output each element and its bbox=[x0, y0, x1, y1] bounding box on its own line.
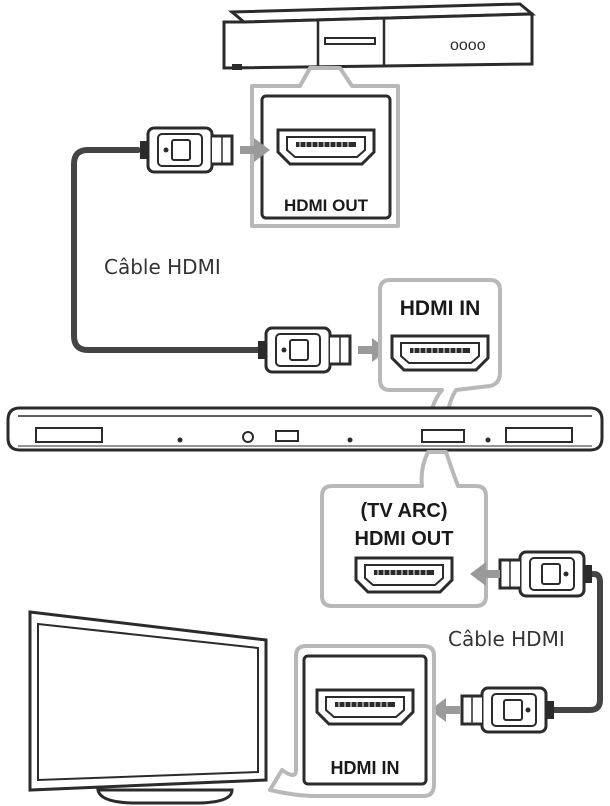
soundbar-in-socket-icon bbox=[390, 334, 490, 372]
soundbar-hdmi-out-callout: (TV ARC) HDMI OUT bbox=[320, 450, 488, 608]
player-hdmi-socket-icon bbox=[276, 128, 376, 166]
tv-hdmi-socket-icon bbox=[315, 688, 415, 726]
hdmi-plug-top-icon bbox=[138, 126, 234, 174]
hdmi-cable-bottom bbox=[543, 571, 603, 713]
blu-ray-player: oooo bbox=[222, 2, 537, 70]
player-port-label: HDMI OUT bbox=[284, 196, 369, 215]
hdmi-plug-lower-right-icon bbox=[460, 686, 556, 734]
soundbar-in-label: HDMI IN bbox=[400, 297, 481, 320]
hdmi-plug-upper-right-icon bbox=[498, 550, 594, 598]
television bbox=[28, 610, 268, 805]
hdmi-cable-top bbox=[71, 147, 261, 353]
soundbar bbox=[6, 406, 604, 452]
soundbar-out-socket-icon bbox=[354, 556, 454, 594]
tv-hdmi-in-callout: HDMI IN bbox=[268, 644, 436, 798]
soundbar-out-label-line1: (TV ARC) bbox=[360, 500, 447, 522]
cable-top-label: Câble HDMI bbox=[104, 255, 221, 279]
player-hdmi-out-callout: HDMI OUT bbox=[250, 66, 400, 228]
player-display-text: oooo bbox=[450, 37, 486, 54]
soundbar-out-label-line2: HDMI OUT bbox=[355, 528, 454, 550]
soundbar-hdmi-in-callout: HDMI IN bbox=[378, 278, 502, 434]
hdmi-plug-middle-icon bbox=[256, 326, 352, 374]
cable-bottom-label: Câble HDMI bbox=[448, 627, 565, 651]
tv-port-label: HDMI IN bbox=[331, 758, 400, 778]
